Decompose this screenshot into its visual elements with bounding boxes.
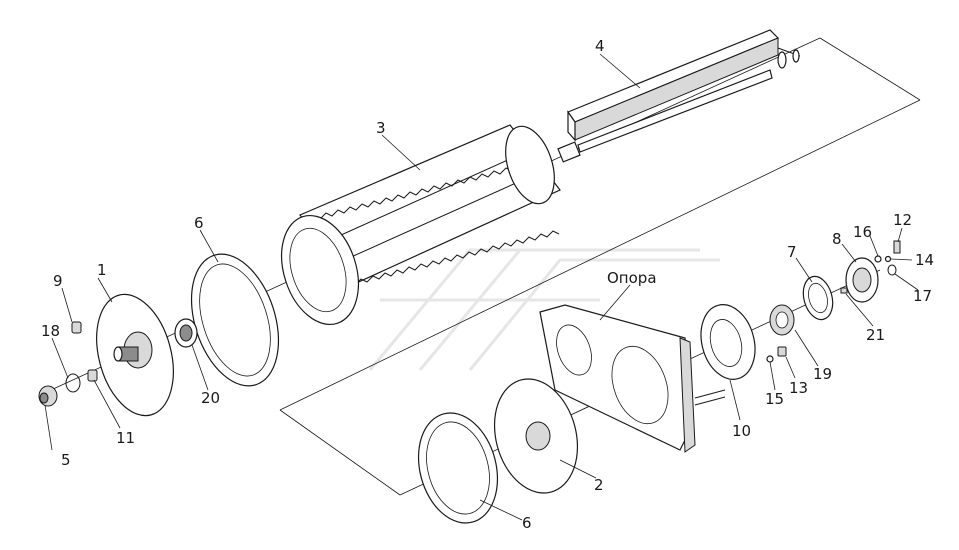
callout-16: 16 [853,223,872,241]
callout-10: 10 [732,422,751,440]
callout-3: 3 [376,119,386,137]
part-20-bearing [174,318,198,348]
part-7-gasket [802,275,834,321]
part-19-bearing [769,304,795,336]
callout-labels: 1 2 3 4 5 6 6 7 8 9 10 11 12 13 14 15 16… [41,37,934,532]
callout-2: 2 [594,476,604,494]
part-14-washer [884,255,892,263]
callout-6-lower: 6 [522,514,532,532]
part-12-bolt [893,240,901,254]
callout-17: 17 [913,287,932,305]
part-8-cap [845,257,879,303]
callout-12: 12 [893,211,912,229]
callout-4: 4 [595,37,605,55]
part-4-shaft-beam [557,29,801,163]
part-15-washer [766,355,774,363]
callout-15: 15 [765,390,784,408]
callout-6-upper: 6 [194,214,204,232]
callout-opora: Опора [607,269,657,287]
callout-19: 19 [813,365,832,383]
part-1-flange-disc [96,293,174,417]
part-10-flange [700,304,756,380]
part-5-nut [38,385,58,407]
part-3-drum [281,124,561,326]
callout-11: 11 [116,429,135,447]
leader-lines [44,53,919,521]
part-9-plug [71,321,82,334]
callout-21: 21 [866,326,885,344]
callout-5: 5 [61,451,71,469]
part-17-ring [887,264,897,276]
part-6-gasket-lower [417,412,499,524]
callout-14: 14 [915,251,934,269]
watermark [368,248,720,371]
callout-20: 20 [201,389,220,407]
callout-8: 8 [832,230,842,248]
part-18-retaining-ring [65,373,81,393]
part-13-bolt [777,346,787,357]
assembly-guide-lines [39,37,921,496]
part-21-pin [840,287,848,294]
part-2-hub-disc [493,378,579,494]
support-bracket [539,304,726,453]
part-6-gasket-upper [190,253,280,387]
part-11-plug [87,369,98,382]
part-16-washer [874,255,882,263]
callout-1: 1 [97,261,107,279]
callout-13: 13 [789,379,808,397]
callout-18: 18 [41,322,60,340]
callout-9: 9 [53,272,63,290]
callout-7: 7 [787,243,797,261]
